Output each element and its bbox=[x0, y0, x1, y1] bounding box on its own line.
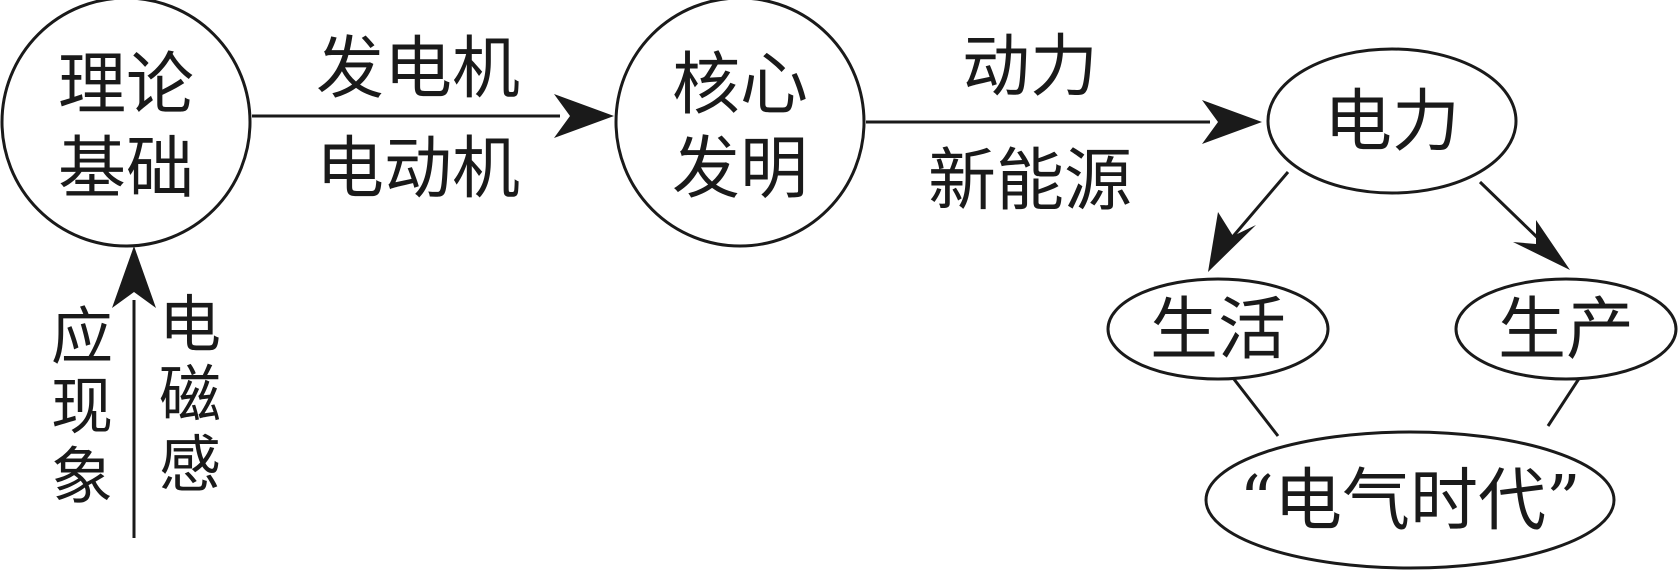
arrowhead-icon bbox=[1208, 212, 1256, 272]
arrow-line bbox=[1478, 180, 1542, 242]
theory-label-line2: 基础 bbox=[58, 130, 194, 209]
invention-circle bbox=[614, 0, 866, 248]
node-core-invention: 核心 发明 bbox=[614, 0, 866, 248]
theory-label-line1: 理论 bbox=[58, 46, 194, 125]
node-electric-power: 电力 bbox=[1266, 47, 1518, 195]
node-theory-basis: 理论 基础 bbox=[0, 0, 252, 248]
connector-production-era bbox=[1546, 373, 1584, 427]
edge-label-left-1: 应 bbox=[51, 300, 113, 373]
arrowhead-icon bbox=[112, 246, 156, 308]
edge-label-new-energy: 新能源 bbox=[928, 142, 1132, 221]
connector-life-era bbox=[1228, 373, 1280, 437]
edge-label-power: 动力 bbox=[962, 28, 1098, 107]
edge-theory-to-invention: 发电机 电动机 bbox=[252, 30, 614, 209]
production-ellipse bbox=[1454, 277, 1678, 381]
theory-circle bbox=[0, 0, 252, 248]
arrow-line bbox=[1228, 171, 1290, 241]
node-electric-era: “电气时代” bbox=[1204, 430, 1616, 570]
arrowhead-icon bbox=[554, 94, 614, 138]
era-ellipse bbox=[1204, 430, 1616, 570]
edge-power-to-production bbox=[1478, 180, 1570, 270]
edge-label-left-2: 现 bbox=[51, 370, 113, 443]
power-label: 电力 bbox=[1324, 83, 1460, 162]
life-label: 生活 bbox=[1150, 291, 1286, 370]
arrowhead-icon bbox=[1513, 220, 1570, 270]
edge-invention-to-power: 动力 新能源 bbox=[866, 28, 1262, 221]
edge-label-right-1: 电 bbox=[159, 288, 221, 361]
life-ellipse bbox=[1106, 277, 1330, 381]
invention-label-line2: 发明 bbox=[672, 130, 808, 209]
arrowhead-icon bbox=[1202, 100, 1262, 144]
edge-label-left-3: 象 bbox=[51, 440, 113, 513]
edge-label-generator: 发电机 bbox=[316, 30, 520, 109]
edge-label-right-3: 感 bbox=[159, 428, 221, 501]
invention-label-line1: 核心 bbox=[672, 46, 808, 125]
production-label: 生产 bbox=[1498, 291, 1634, 370]
power-ellipse bbox=[1266, 47, 1518, 195]
node-production: 生产 bbox=[1454, 277, 1678, 381]
node-life: 生活 bbox=[1106, 277, 1330, 381]
era-label: “电气时代” bbox=[1239, 462, 1581, 541]
edge-label-right-2: 磁 bbox=[159, 358, 221, 431]
edge-label-motor: 电动机 bbox=[316, 130, 520, 209]
edge-phenomenon-to-theory: 应 现 象 电 磁 感 bbox=[51, 246, 221, 538]
edge-power-to-life bbox=[1208, 171, 1290, 272]
